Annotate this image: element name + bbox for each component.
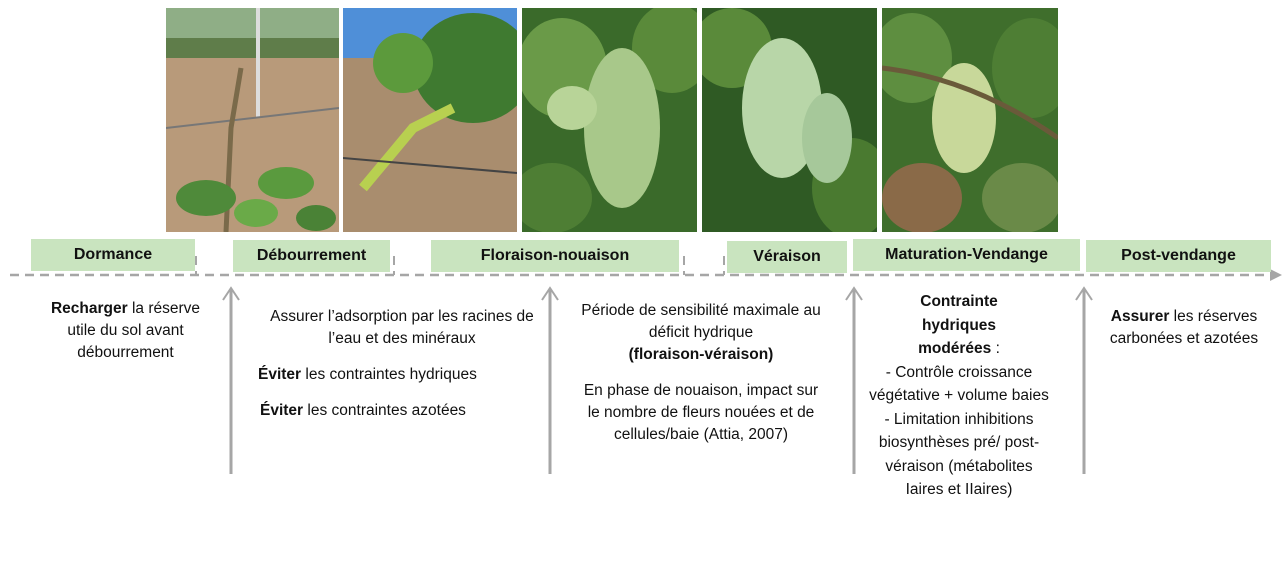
stage-veraison: Véraison [727,241,847,273]
stage-floraison-nouaison: Floraison-nouaison [431,240,679,272]
text-maturation: Contrainte hydriques modérées : - Contrô… [864,290,1054,502]
photo-maturation [882,8,1058,232]
bold-eviter-1: Éviter [258,366,302,383]
bold-eviter-2: Éviter [260,402,304,419]
text-debourrement: Assurer l’adsorption par les racines de … [252,306,552,422]
post-vendange-text: les réserves carbonées et azotées [1109,308,1259,347]
floraison-line1: Période de sensibilité maximale au défic… [581,302,821,341]
bold-recharger: Recharger [50,300,128,317]
bold-assurer: Assurer [1110,308,1170,325]
dormance-text: la réserve utile du sol avant débourreme… [67,300,201,361]
stage-post-vendange: Post-vendange [1086,240,1271,272]
photo-debourrement [343,8,517,232]
timeline [10,256,1282,474]
bold-floraison-veraison: (floraison-véraison) [628,346,774,363]
text-dormance: Recharger la réserve utile du sol avant … [38,298,213,364]
stage-dormance: Dormance [31,239,195,271]
photo-veraison [702,8,877,232]
stage-debourrement: Débourrement [233,240,390,272]
timeline-arrowhead [1270,269,1282,281]
bold-contrainte: Contrainte hydriques modérées [918,293,998,357]
stage-maturation-vendange: Maturation-Vendange [853,239,1080,271]
debourrement-line2: les contraintes hydriques [301,366,477,383]
text-post-vendange: Assurer les réserves carbonées et azotée… [1094,306,1274,350]
debourrement-line3: les contraintes azotées [303,402,466,419]
maturation-item1: - Contrôle croissance végétative + volum… [869,363,1049,405]
debourrement-line1: Assurer l’adsorption par les racines de … [270,308,534,347]
photo-floraison-nouaison [522,8,697,232]
floraison-line2: En phase de nouaison, impact sur le nomb… [583,382,819,443]
maturation-item2: - Limitation inhibitions biosynthèses pr… [878,410,1040,499]
photo-dormance [166,8,339,232]
text-floraison: Période de sensibilité maximale au défic… [572,300,830,446]
maturation-colon: : [991,340,1000,357]
